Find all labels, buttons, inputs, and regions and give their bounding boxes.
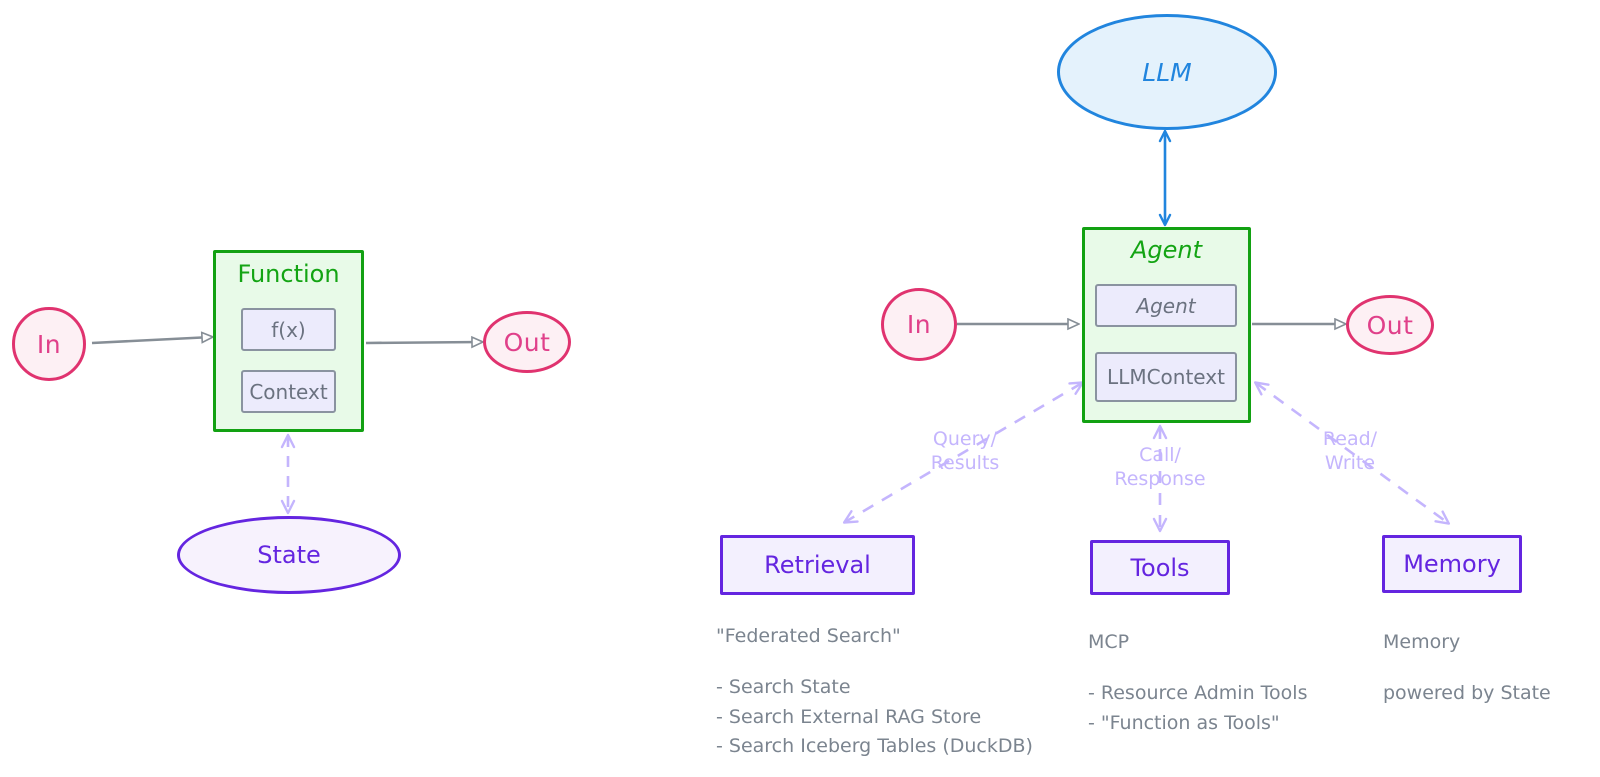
tools-node[interactable]: Tools — [1090, 540, 1230, 595]
memory-label: Memory — [1403, 550, 1501, 578]
left-in-node[interactable]: In — [12, 307, 86, 381]
arrow-in-to-function — [91, 337, 212, 345]
agent-inner-box-agent-label: Agent — [1136, 293, 1196, 318]
retrieval-notes-items: - Search State - Search External RAG Sto… — [716, 676, 1033, 758]
llm-label: LLM — [1142, 57, 1192, 87]
right-in-node[interactable]: In — [881, 288, 957, 361]
retrieval-notes-heading: "Federated Search" — [716, 625, 901, 647]
function-inner-box-fx-label: f(x) — [271, 317, 306, 342]
memory-notes-heading: Memory — [1383, 631, 1461, 653]
state-label: State — [257, 541, 321, 569]
arrow-agent-memory — [1253, 381, 1451, 525]
retrieval-notes: "Federated Search" - Search State - Sear… — [716, 622, 1116, 762]
tools-label: Tools — [1130, 553, 1190, 582]
left-in-label: In — [36, 329, 62, 359]
right-out-node[interactable]: Out — [1346, 295, 1434, 355]
left-out-node[interactable]: Out — [483, 311, 571, 373]
arrow-function-to-out — [365, 342, 482, 343]
memory-notes-items: powered by State — [1383, 682, 1551, 705]
tools-notes-items: - Resource Admin Tools - "Function as To… — [1088, 682, 1308, 734]
function-inner-box-context-label: Context — [249, 379, 328, 404]
memory-notes: Memory powered by State — [1383, 628, 1600, 709]
left-out-label: Out — [503, 327, 551, 357]
llm-node[interactable]: LLM — [1057, 14, 1277, 130]
state-node[interactable]: State — [177, 516, 401, 594]
agent-inner-box-llmcontext-label: LLMContext — [1107, 365, 1225, 389]
function-inner-box-fx[interactable]: f(x) — [241, 308, 336, 351]
right-out-label: Out — [1366, 310, 1414, 340]
retrieval-label: Retrieval — [764, 551, 871, 579]
function-inner-box-context[interactable]: Context — [241, 370, 336, 413]
memory-node[interactable]: Memory — [1382, 535, 1522, 593]
tools-notes-heading: MCP — [1088, 631, 1130, 653]
arrow-agent-retrieval — [842, 381, 1085, 524]
right-in-label: In — [906, 310, 932, 339]
retrieval-node[interactable]: Retrieval — [720, 535, 915, 595]
tools-notes: MCP - Resource Admin Tools - "Function a… — [1088, 628, 1378, 738]
agent-inner-box-llmcontext[interactable]: LLMContext — [1095, 352, 1237, 402]
agent-inner-box-agent[interactable]: Agent — [1095, 284, 1237, 327]
